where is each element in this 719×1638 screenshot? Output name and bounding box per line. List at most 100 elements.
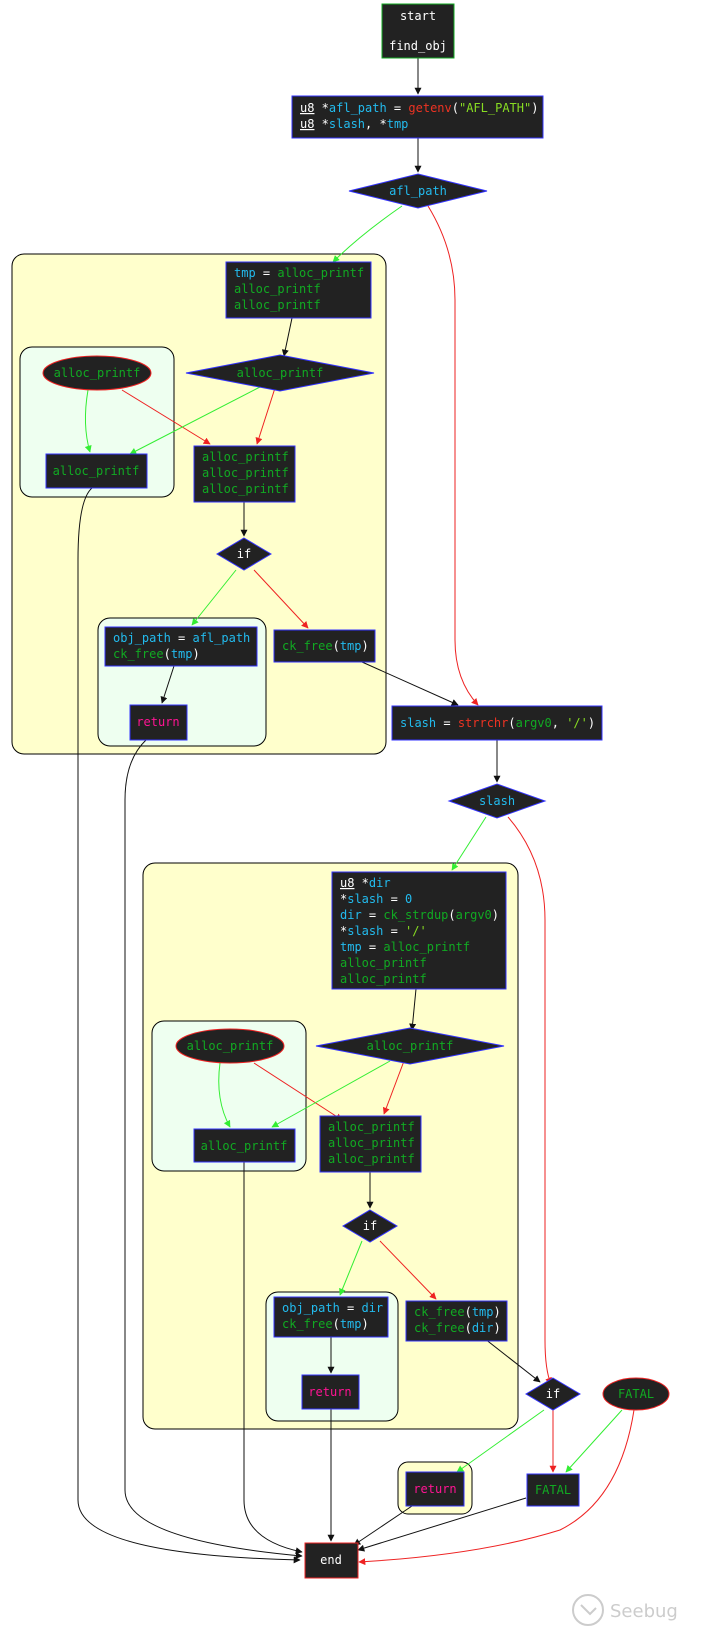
c1-mid-box[interactable]: alloc_printf alloc_printf alloc_printf xyxy=(193,445,296,503)
final-if-label: if xyxy=(546,1387,560,1401)
edge-c1left-end xyxy=(77,487,301,1564)
c1-ckfree-node[interactable]: ck_free(tmp) xyxy=(273,629,376,663)
slash-decision[interactable]: slash xyxy=(447,783,547,819)
seebug-logo-icon xyxy=(572,1594,604,1626)
dir-line-1: u8 *dir xyxy=(340,876,391,890)
slash-assign-label: slash = strrchr(argv0, '/') xyxy=(400,716,595,730)
edge-c2diamond-left[interactable] xyxy=(271,1060,391,1128)
afl-path-label: afl_path xyxy=(389,184,447,198)
c1-if-decision[interactable]: if xyxy=(216,537,272,571)
edge-c1return-end xyxy=(124,739,303,1559)
c2-ckfree-node[interactable]: ck_free(tmp) ck_free(dir) xyxy=(405,1300,508,1342)
c2-alloc-ellipse[interactable]: alloc_printf xyxy=(175,1028,285,1064)
edge-fatalellipse-fatal[interactable] xyxy=(565,1409,623,1473)
c2-ckfree-line-2: ck_free(dir) xyxy=(414,1321,501,1335)
edge-c1if-ckfree[interactable] xyxy=(253,569,309,629)
fatal-node-label: FATAL xyxy=(535,1483,571,1497)
c1-ckfree-label: ck_free(tmp) xyxy=(282,639,369,653)
edge-c2ellipse-mid[interactable] xyxy=(253,1062,343,1121)
edge-c1diamond-left[interactable] xyxy=(129,386,261,455)
c1-left-label: alloc_printf xyxy=(53,464,140,478)
c2-objpath-node[interactable]: obj_path = dir ck_free(tmp) xyxy=(273,1296,389,1338)
c2-mid-line-1: alloc_printf xyxy=(328,1120,415,1134)
c2-mid-box[interactable]: alloc_printf alloc_printf alloc_printf xyxy=(319,1115,422,1173)
edge-fatalellipse-end[interactable] xyxy=(358,1409,635,1566)
c2-objpath-line-2: ck_free(tmp) xyxy=(282,1317,369,1331)
slash-decision-label: slash xyxy=(479,794,515,808)
decl-line-1: u8 *afl_path = getenv("AFL_PATH") xyxy=(300,101,538,115)
c1-alloc-ellipse[interactable]: alloc_printf xyxy=(42,355,152,391)
edge-fatal-end xyxy=(357,1497,527,1552)
edge-tmp-c1diamond xyxy=(281,317,293,357)
edge-c1ellipse-mid[interactable] xyxy=(121,389,211,445)
c2-diamond-label: alloc_printf xyxy=(367,1039,454,1053)
c1-alloc-decision[interactable]: alloc_printf xyxy=(185,354,375,392)
slash-assign-node[interactable]: slash = strrchr(argv0, '/') xyxy=(391,705,603,741)
c2-if-label: if xyxy=(363,1219,377,1233)
seebug-watermark-text: Seebug xyxy=(610,1601,678,1622)
c2-if-decision[interactable]: if xyxy=(342,1209,398,1243)
c1-objpath-line-1: obj_path = afl_path xyxy=(113,631,250,645)
edge-dslash-dir[interactable] xyxy=(451,816,487,871)
c1-left-box[interactable]: alloc_printf xyxy=(45,453,148,489)
edge-aflpath-tmp[interactable] xyxy=(332,205,403,263)
dir-line-3: dir = ck_strdup(argv0) xyxy=(340,908,499,922)
end-label: end xyxy=(320,1553,342,1567)
end-node[interactable]: end xyxy=(304,1542,359,1579)
final-if-decision[interactable]: if xyxy=(525,1377,581,1411)
dir-line-2: *slash = 0 xyxy=(340,892,412,906)
c2-return-label: return xyxy=(308,1385,351,1399)
c2-return-node[interactable]: return xyxy=(301,1374,360,1410)
c2-objpath-line-1: obj_path = dir xyxy=(282,1301,383,1315)
c2-left-label: alloc_printf xyxy=(201,1139,288,1153)
tmp-line-1: tmp = alloc_printf xyxy=(234,266,364,280)
c1-mid-line-2: alloc_printf xyxy=(202,466,289,480)
c1-mid-line-3: alloc_printf xyxy=(202,482,289,496)
c2-left-box[interactable]: alloc_printf xyxy=(193,1128,296,1163)
afl-path-decision[interactable]: afl_path xyxy=(348,173,488,209)
edge-c2if-ckfree[interactable] xyxy=(379,1240,437,1300)
dir-line-5: tmp = alloc_printf xyxy=(340,940,470,954)
edge-c2ellipse-left[interactable] xyxy=(218,1062,231,1128)
c1-if-label: if xyxy=(237,547,251,561)
edge-c1if-objpath[interactable] xyxy=(191,569,237,626)
dir-block-node[interactable]: u8 *dir *slash = 0 dir = ck_strdup(argv0… xyxy=(331,871,507,990)
edge-c1ckfree-slash xyxy=(361,661,459,706)
c2-mid-line-3: alloc_printf xyxy=(328,1152,415,1166)
c1-mid-line-1: alloc_printf xyxy=(202,450,289,464)
edge-dslash-if[interactable] xyxy=(507,816,552,1385)
edge-c2diamond-mid[interactable] xyxy=(382,1060,405,1115)
c1-return-node[interactable]: return xyxy=(129,704,188,741)
start-node[interactable]: start find_obj xyxy=(381,3,455,59)
c1-ellipse-label: alloc_printf xyxy=(54,366,141,380)
tmp-line-2: alloc_printf xyxy=(234,282,321,296)
c1-return-label: return xyxy=(136,715,179,729)
seebug-watermark: Seebug xyxy=(572,1594,678,1626)
edge-aflpath-slash[interactable] xyxy=(427,205,479,706)
edge-c1ellipse-left[interactable] xyxy=(84,389,92,453)
c2-ckfree-line-1: ck_free(tmp) xyxy=(414,1305,501,1319)
decl-node[interactable]: u8 *afl_path = getenv("AFL_PATH") u8 *sl… xyxy=(291,95,544,139)
dir-line-6: alloc_printf xyxy=(340,956,427,970)
c2-ellipse-label: alloc_printf xyxy=(187,1039,274,1053)
tmp-alloc-node[interactable]: tmp = alloc_printf alloc_printf alloc_pr… xyxy=(225,261,372,319)
final-return-node[interactable]: return xyxy=(405,1471,465,1507)
c2-mid-line-2: alloc_printf xyxy=(328,1136,415,1150)
start-label: start xyxy=(400,9,436,23)
decl-line-2: u8 *slash, *tmp xyxy=(300,117,408,131)
tmp-line-3: alloc_printf xyxy=(234,298,321,312)
fatal-node[interactable]: FATAL xyxy=(526,1473,580,1507)
edge-c1diamond-mid[interactable] xyxy=(255,387,276,445)
fatal-ellipse[interactable]: FATAL xyxy=(602,1377,670,1411)
c1-objpath-node[interactable]: obj_path = afl_path ck_free(tmp) xyxy=(104,626,258,667)
c2-alloc-decision[interactable]: alloc_printf xyxy=(315,1027,505,1065)
c1-objpath-line-2: ck_free(tmp) xyxy=(113,647,200,661)
edge-c2if-objpath[interactable] xyxy=(339,1240,363,1296)
edge-dir-c2diamond xyxy=(409,988,417,1031)
c1-diamond-label: alloc_printf xyxy=(237,366,324,380)
function-name: find_obj xyxy=(389,39,447,53)
edge-c1objpath-return xyxy=(160,665,175,704)
edge-iffinal-return[interactable] xyxy=(456,1409,545,1473)
edge-c2left-end xyxy=(243,1162,303,1555)
